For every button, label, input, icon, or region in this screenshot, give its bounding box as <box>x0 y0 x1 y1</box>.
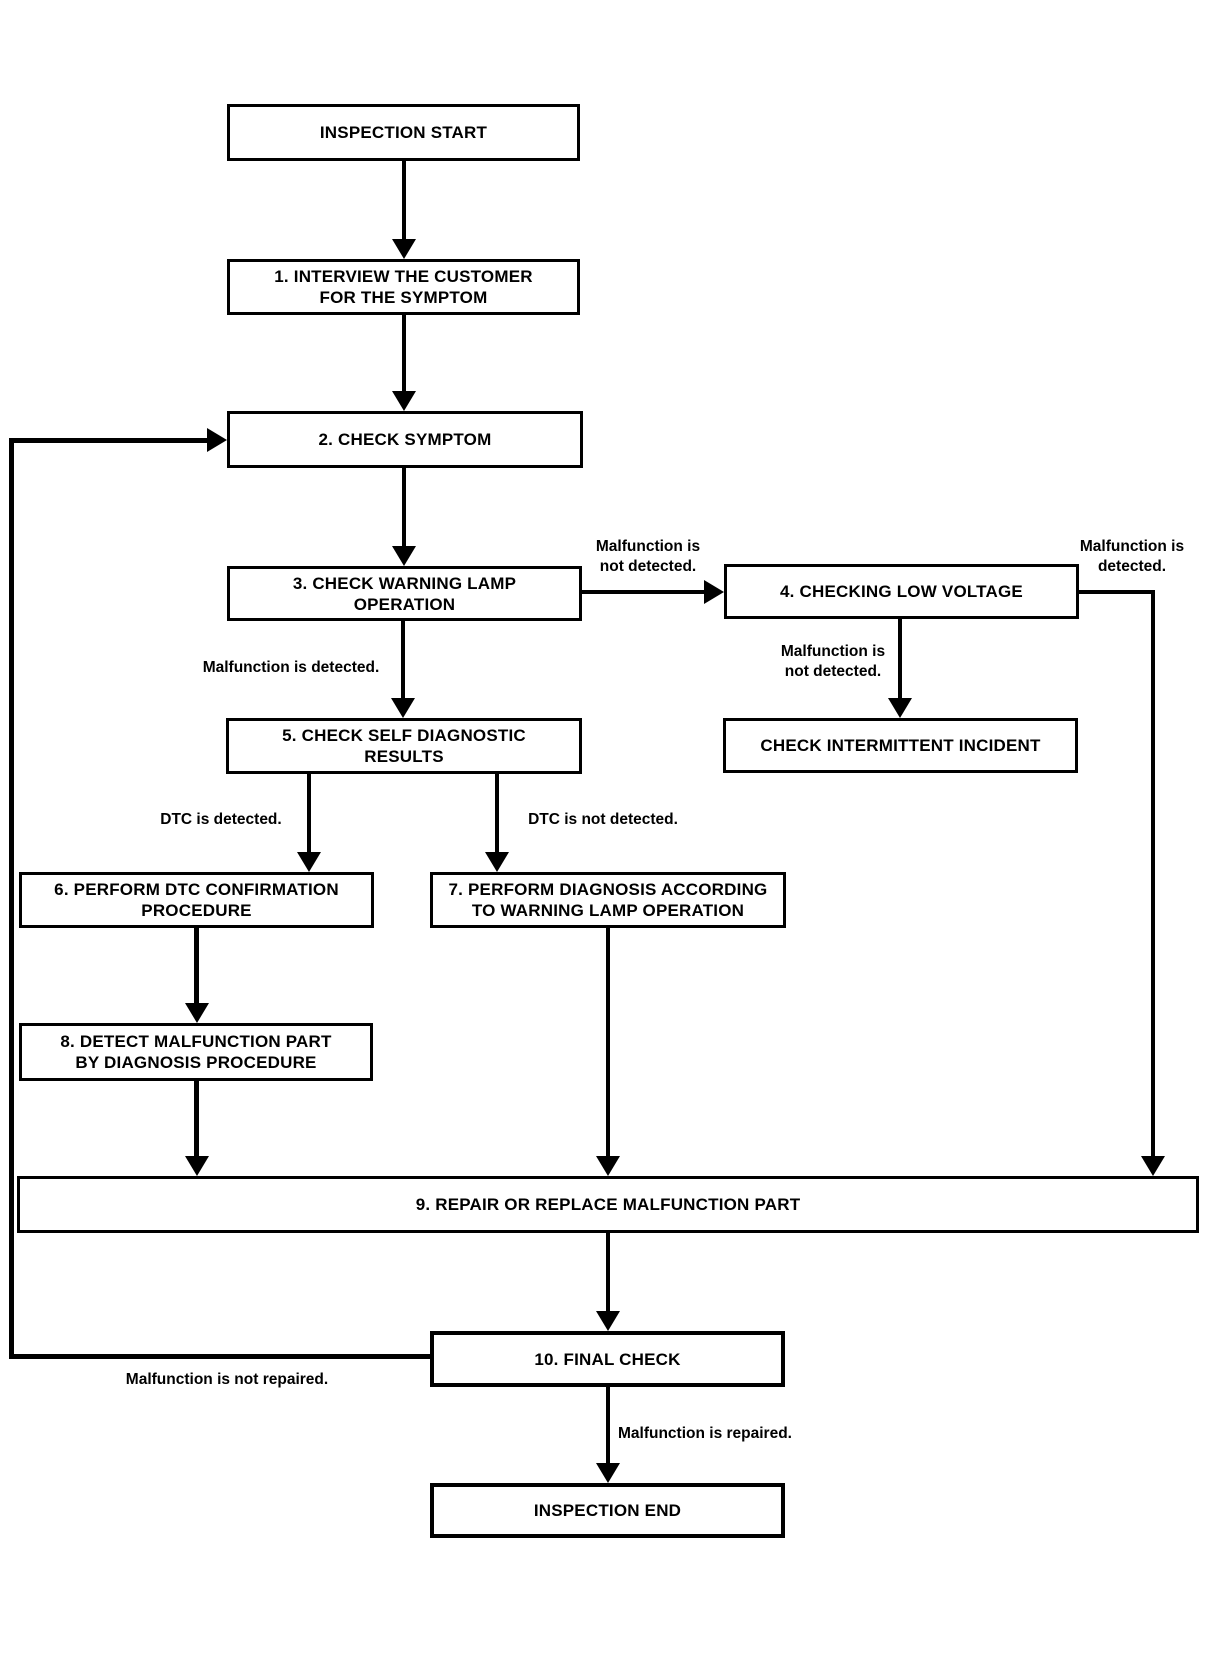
arrow-4-to-intermittent <box>898 619 902 698</box>
node-10-final-check: 10. FINAL CHECK <box>430 1331 785 1387</box>
label-repaired: Malfunction is repaired. <box>618 1424 838 1444</box>
loop-10-to-2-bottom <box>9 1354 430 1359</box>
arrow-6-to-8 <box>194 928 199 1003</box>
node-label: 4. CHECKING LOW VOLTAGE <box>780 582 1023 601</box>
loop-10-to-2-vertical <box>9 438 14 1359</box>
node-label: 7. PERFORM DIAGNOSIS ACCORDING <box>448 880 768 899</box>
node-4-checking-low-voltage: 4. CHECKING LOW VOLTAGE <box>724 564 1079 619</box>
loop-10-to-2-top <box>9 438 207 443</box>
node-label: BY DIAGNOSIS PROCEDURE <box>75 1053 317 1072</box>
node-8-detect-malfunction-part: 8. DETECT MALFUNCTION PART BY DIAGNOSIS … <box>19 1023 373 1081</box>
arrowhead-down-icon <box>392 546 416 566</box>
arrowhead-down-icon <box>485 852 509 872</box>
label-dtc-detected: DTC is detected. <box>121 810 321 830</box>
node-2-check-symptom: 2. CHECK SYMPTOM <box>227 411 583 468</box>
arrowhead-down-icon <box>596 1463 620 1483</box>
edge-label-line: Malfunction is <box>780 643 886 660</box>
arrow-7-to-9 <box>606 928 610 1156</box>
edge-label-line: Malfunction is repaired. <box>618 1425 792 1442</box>
edge-label-line: Malfunction is not repaired. <box>125 1371 329 1388</box>
arrow-5-to-7 <box>495 774 499 852</box>
edge-label-line: DTC is detected. <box>160 811 282 828</box>
arrow-4-to-9-vertical <box>1151 590 1155 1156</box>
node-label: FOR THE SYMPTOM <box>319 288 488 307</box>
arrowhead-down-icon <box>1141 1156 1165 1176</box>
node-label: 8. DETECT MALFUNCTION PART <box>60 1032 332 1051</box>
arrowhead-down-icon <box>185 1156 209 1176</box>
edge-label-line: not detected. <box>599 558 697 575</box>
arrowhead-right-icon <box>704 580 724 604</box>
node-label: 2. CHECK SYMPTOM <box>318 430 492 449</box>
arrowhead-down-icon <box>391 698 415 718</box>
edge-label-line: Malfunction is detected. <box>202 659 380 676</box>
node-1-interview-customer: 1. INTERVIEW THE CUSTOMER FOR THE SYMPTO… <box>227 259 580 315</box>
arrowhead-down-icon <box>185 1003 209 1023</box>
node-label: TO WARNING LAMP OPERATION <box>471 901 745 920</box>
arrow-3-to-5 <box>401 621 405 698</box>
node-label: 9. REPAIR OR REPLACE MALFUNCTION PART <box>415 1195 801 1214</box>
node-check-intermittent-incident: CHECK INTERMITTENT INCIDENT <box>723 718 1078 773</box>
arrowhead-down-icon <box>596 1156 620 1176</box>
arrowhead-down-icon <box>392 239 416 259</box>
arrowhead-down-icon <box>596 1311 620 1331</box>
label-voltage-detected: Malfunction is detected. <box>1048 537 1216 577</box>
node-9-repair-or-replace: 9. REPAIR OR REPLACE MALFUNCTION PART <box>17 1176 1199 1233</box>
edge-label-line: not detected. <box>784 663 882 680</box>
arrow-1-to-2 <box>402 315 406 391</box>
arrow-3-to-4 <box>582 590 704 594</box>
edge-label-line: detected. <box>1097 558 1167 575</box>
arrow-start-to-1 <box>402 161 406 239</box>
node-label: 6. PERFORM DTC CONFIRMATION <box>54 880 339 899</box>
label-voltage-not-detected: Malfunction is not detected. <box>747 642 919 682</box>
edge-label-line: Malfunction is <box>595 538 701 555</box>
label-lamp-not-detected: Malfunction is not detected. <box>562 537 734 577</box>
node-label: INSPECTION START <box>319 123 488 142</box>
arrow-4-to-9-horizontal <box>1079 590 1155 594</box>
node-label: 1. INTERVIEW THE CUSTOMER <box>274 267 533 286</box>
label-lamp-detected: Malfunction is detected. <box>176 658 406 678</box>
node-inspection-start: INSPECTION START <box>227 104 580 161</box>
arrow-8-to-9 <box>194 1081 199 1156</box>
arrow-10-to-end <box>606 1387 610 1463</box>
node-label: RESULTS <box>364 747 444 766</box>
node-inspection-end: INSPECTION END <box>430 1483 785 1538</box>
arrow-2-to-3 <box>402 468 406 546</box>
label-dtc-not-detected: DTC is not detected. <box>503 810 703 830</box>
arrowhead-right-icon <box>207 428 227 452</box>
node-label: 3. CHECK WARNING LAMP <box>292 573 517 593</box>
edge-label-line: Malfunction is <box>1079 538 1185 555</box>
node-7-perform-diagnosis: 7. PERFORM DIAGNOSIS ACCORDING TO WARNIN… <box>430 872 786 928</box>
node-label: INSPECTION END <box>533 1501 682 1520</box>
node-5-check-self-diagnostic: 5. CHECK SELF DIAGNOSTIC RESULTS <box>226 718 582 774</box>
node-label: 5. CHECK SELF DIAGNOSTIC <box>282 726 526 745</box>
arrowhead-down-icon <box>392 391 416 411</box>
arrow-9-to-10 <box>606 1233 610 1311</box>
node-6-perform-dtc-confirmation: 6. PERFORM DTC CONFIRMATION PROCEDURE <box>19 872 374 928</box>
node-label: PROCEDURE <box>141 901 252 920</box>
node-label: 10. FINAL CHECK <box>534 1349 681 1369</box>
node-label: CHECK INTERMITTENT INCIDENT <box>760 736 1041 755</box>
arrow-5-to-6 <box>307 774 311 852</box>
arrowhead-down-icon <box>888 698 912 718</box>
node-label: OPERATION <box>353 594 456 614</box>
edge-label-line: DTC is not detected. <box>528 811 678 828</box>
label-not-repaired: Malfunction is not repaired. <box>107 1370 347 1390</box>
arrowhead-down-icon <box>297 852 321 872</box>
node-3-check-warning-lamp: 3. CHECK WARNING LAMP OPERATION <box>227 566 582 621</box>
